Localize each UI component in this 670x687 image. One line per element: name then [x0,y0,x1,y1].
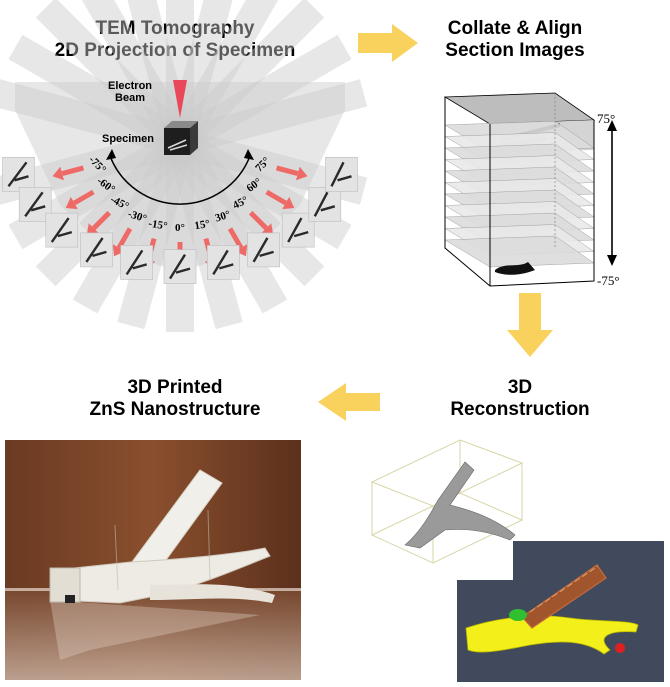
recon-gray-model [404,461,516,549]
fan-ray [166,0,194,332]
angle-axis-down-icon [607,255,617,266]
angle-label: 0° [175,222,185,234]
collate-title: Collate & Align Section Images [410,18,620,62]
angle-label: 30° [214,208,232,224]
specimen-cube-icon [164,121,198,155]
tilt-arrow-shaft [116,227,133,249]
beam-label: Electron Beam [108,80,152,104]
electron-beam-icon [173,80,187,118]
stack-top-angle: 75° [597,111,615,126]
tilt-arrow-head-icon [86,223,99,236]
tilt-arrow-head-icon [261,223,274,236]
stack-bottom-specimen [495,262,535,275]
angle-label: 15° [194,218,211,232]
tilt-arrow-head-icon [112,244,126,257]
tilt-arrow-shaft [275,165,299,177]
tilt-arrow-shaft [248,210,269,231]
projection-thumbnail [308,187,342,222]
printed-title: 3D Printed ZnS Nanostructure [60,377,290,421]
tilt-arrow-shaft [91,210,112,231]
projection-thumbnail [2,157,35,192]
projection-thumbnails [2,157,358,284]
beam-label-line2: Beam [115,92,145,104]
projection-thumbnail [45,212,79,248]
projection-thumbnail [163,249,197,284]
tem-title: TEM Tomography 2D Projection of Specimen [40,18,310,62]
tilt-arrow-head-icon [282,196,295,210]
tilt-arrow-head-icon [296,166,308,181]
printed-lower-branch [150,584,275,603]
projection-thumbnail [80,232,113,268]
tilt-arc-arrowhead-right-icon [244,149,254,160]
collate-title-line2: Section Images [445,40,585,61]
projection-thumbnail [120,245,153,280]
printed-title-line1: 3D Printed [127,377,223,398]
tem-title-line1: TEM Tomography [95,18,255,39]
recon-green-marker [509,609,527,621]
projection-thumbnail [325,157,358,192]
collate-title-line1: Collate & Align [447,18,583,39]
tilt-arc [109,155,251,205]
tilt-arrow-shaft [227,227,244,249]
angle-label: -30° [126,208,148,225]
recon-title-line1: 3D [507,377,533,398]
tilt-arrow-head-icon [234,244,248,257]
recon-title-line2: Reconstruction [450,399,590,420]
stack-layers [444,120,595,268]
recon-brown-branch [521,564,607,629]
tem-title-line2: 2D Projection of Specimen [54,40,296,61]
tilt-arrow-head-icon [52,166,64,181]
tilt-arrow-shaft [73,189,95,206]
beam-label-line1: Electron [108,80,153,92]
specimen-label: Specimen [102,133,154,145]
projection-thumbnail [247,232,280,268]
printed-title-line2: ZnS Nanostructure [89,399,261,420]
stack-bottom-angle: -75° [597,273,620,288]
recon-red-marker [615,643,625,653]
tilt-arrow-shaft [265,189,287,206]
recon-title: 3D Reconstruction [420,377,620,421]
tilt-arrow-head-icon [65,196,78,210]
angle-axis-up-icon [607,120,617,131]
angle-label: -15° [147,218,168,233]
tilt-arc-arrowhead-left-icon [106,149,116,160]
tilt-arrow-shaft [61,165,85,177]
projection-thumbnail [207,245,240,280]
